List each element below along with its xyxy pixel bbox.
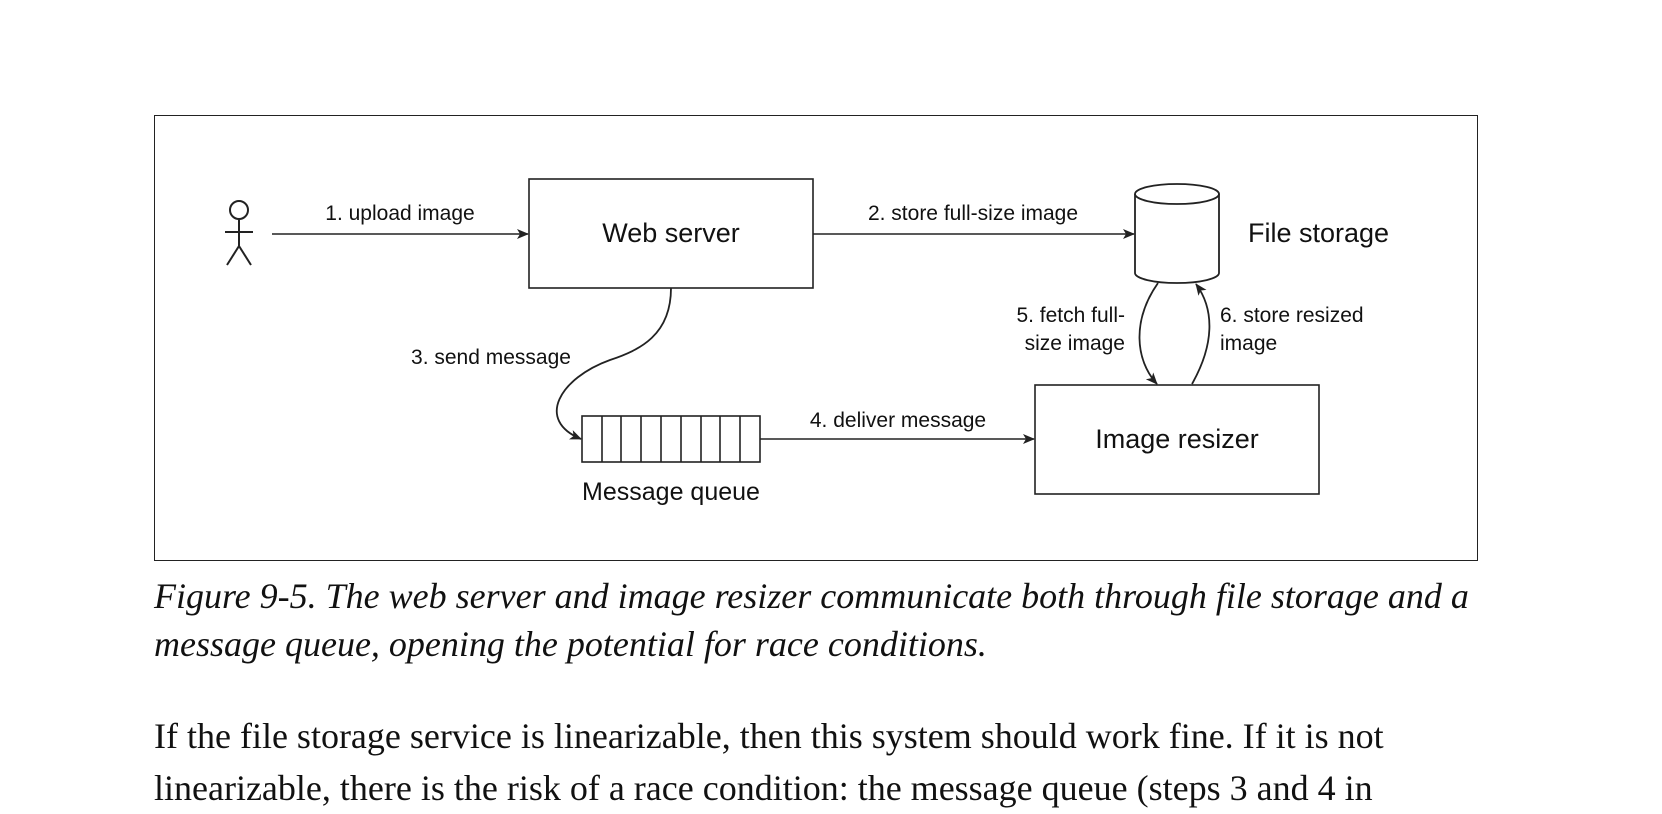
image-resizer-box — [1034, 384, 1320, 495]
fetch-arrow — [1138, 282, 1159, 385]
body-line-1: If the file storage service is lineariza… — [154, 716, 1384, 756]
file-storage-cylinder — [1134, 183, 1220, 284]
deliver-message-label: 4. deliver message — [810, 409, 986, 432]
body-line-2: linearizable, there is the risk of a rac… — [154, 768, 1373, 808]
image-resizer-label: Image resizer — [1095, 424, 1259, 454]
upload-label: 1. upload image — [325, 202, 474, 225]
store-resized-label-line2: image — [1220, 332, 1277, 355]
file-storage-label: File storage — [1248, 218, 1389, 248]
architecture-diagram: Web server File storage Image resizer Me… — [225, 178, 1389, 506]
message-queue-label: Message queue — [582, 478, 760, 506]
send-message-arrow — [555, 287, 672, 440]
store-full-label: 2. store full-size image — [868, 202, 1078, 225]
body-paragraph: If the file storage service is lineariza… — [154, 710, 1554, 814]
send-message-label: 3. send message — [411, 346, 571, 369]
figure-frame — [154, 115, 1478, 561]
figure-caption: Figure 9-5. The web server and image res… — [154, 576, 1469, 664]
store-resized-label-line1: 6. store resized — [1220, 304, 1364, 327]
fetch-label-line1: 5. fetch full- — [1016, 304, 1125, 327]
web-server-label: Web server — [602, 218, 740, 248]
fetch-label-line2: size image — [1025, 332, 1125, 355]
store-resized-arrow — [1191, 283, 1211, 385]
user-stick-figure-icon — [225, 200, 253, 266]
